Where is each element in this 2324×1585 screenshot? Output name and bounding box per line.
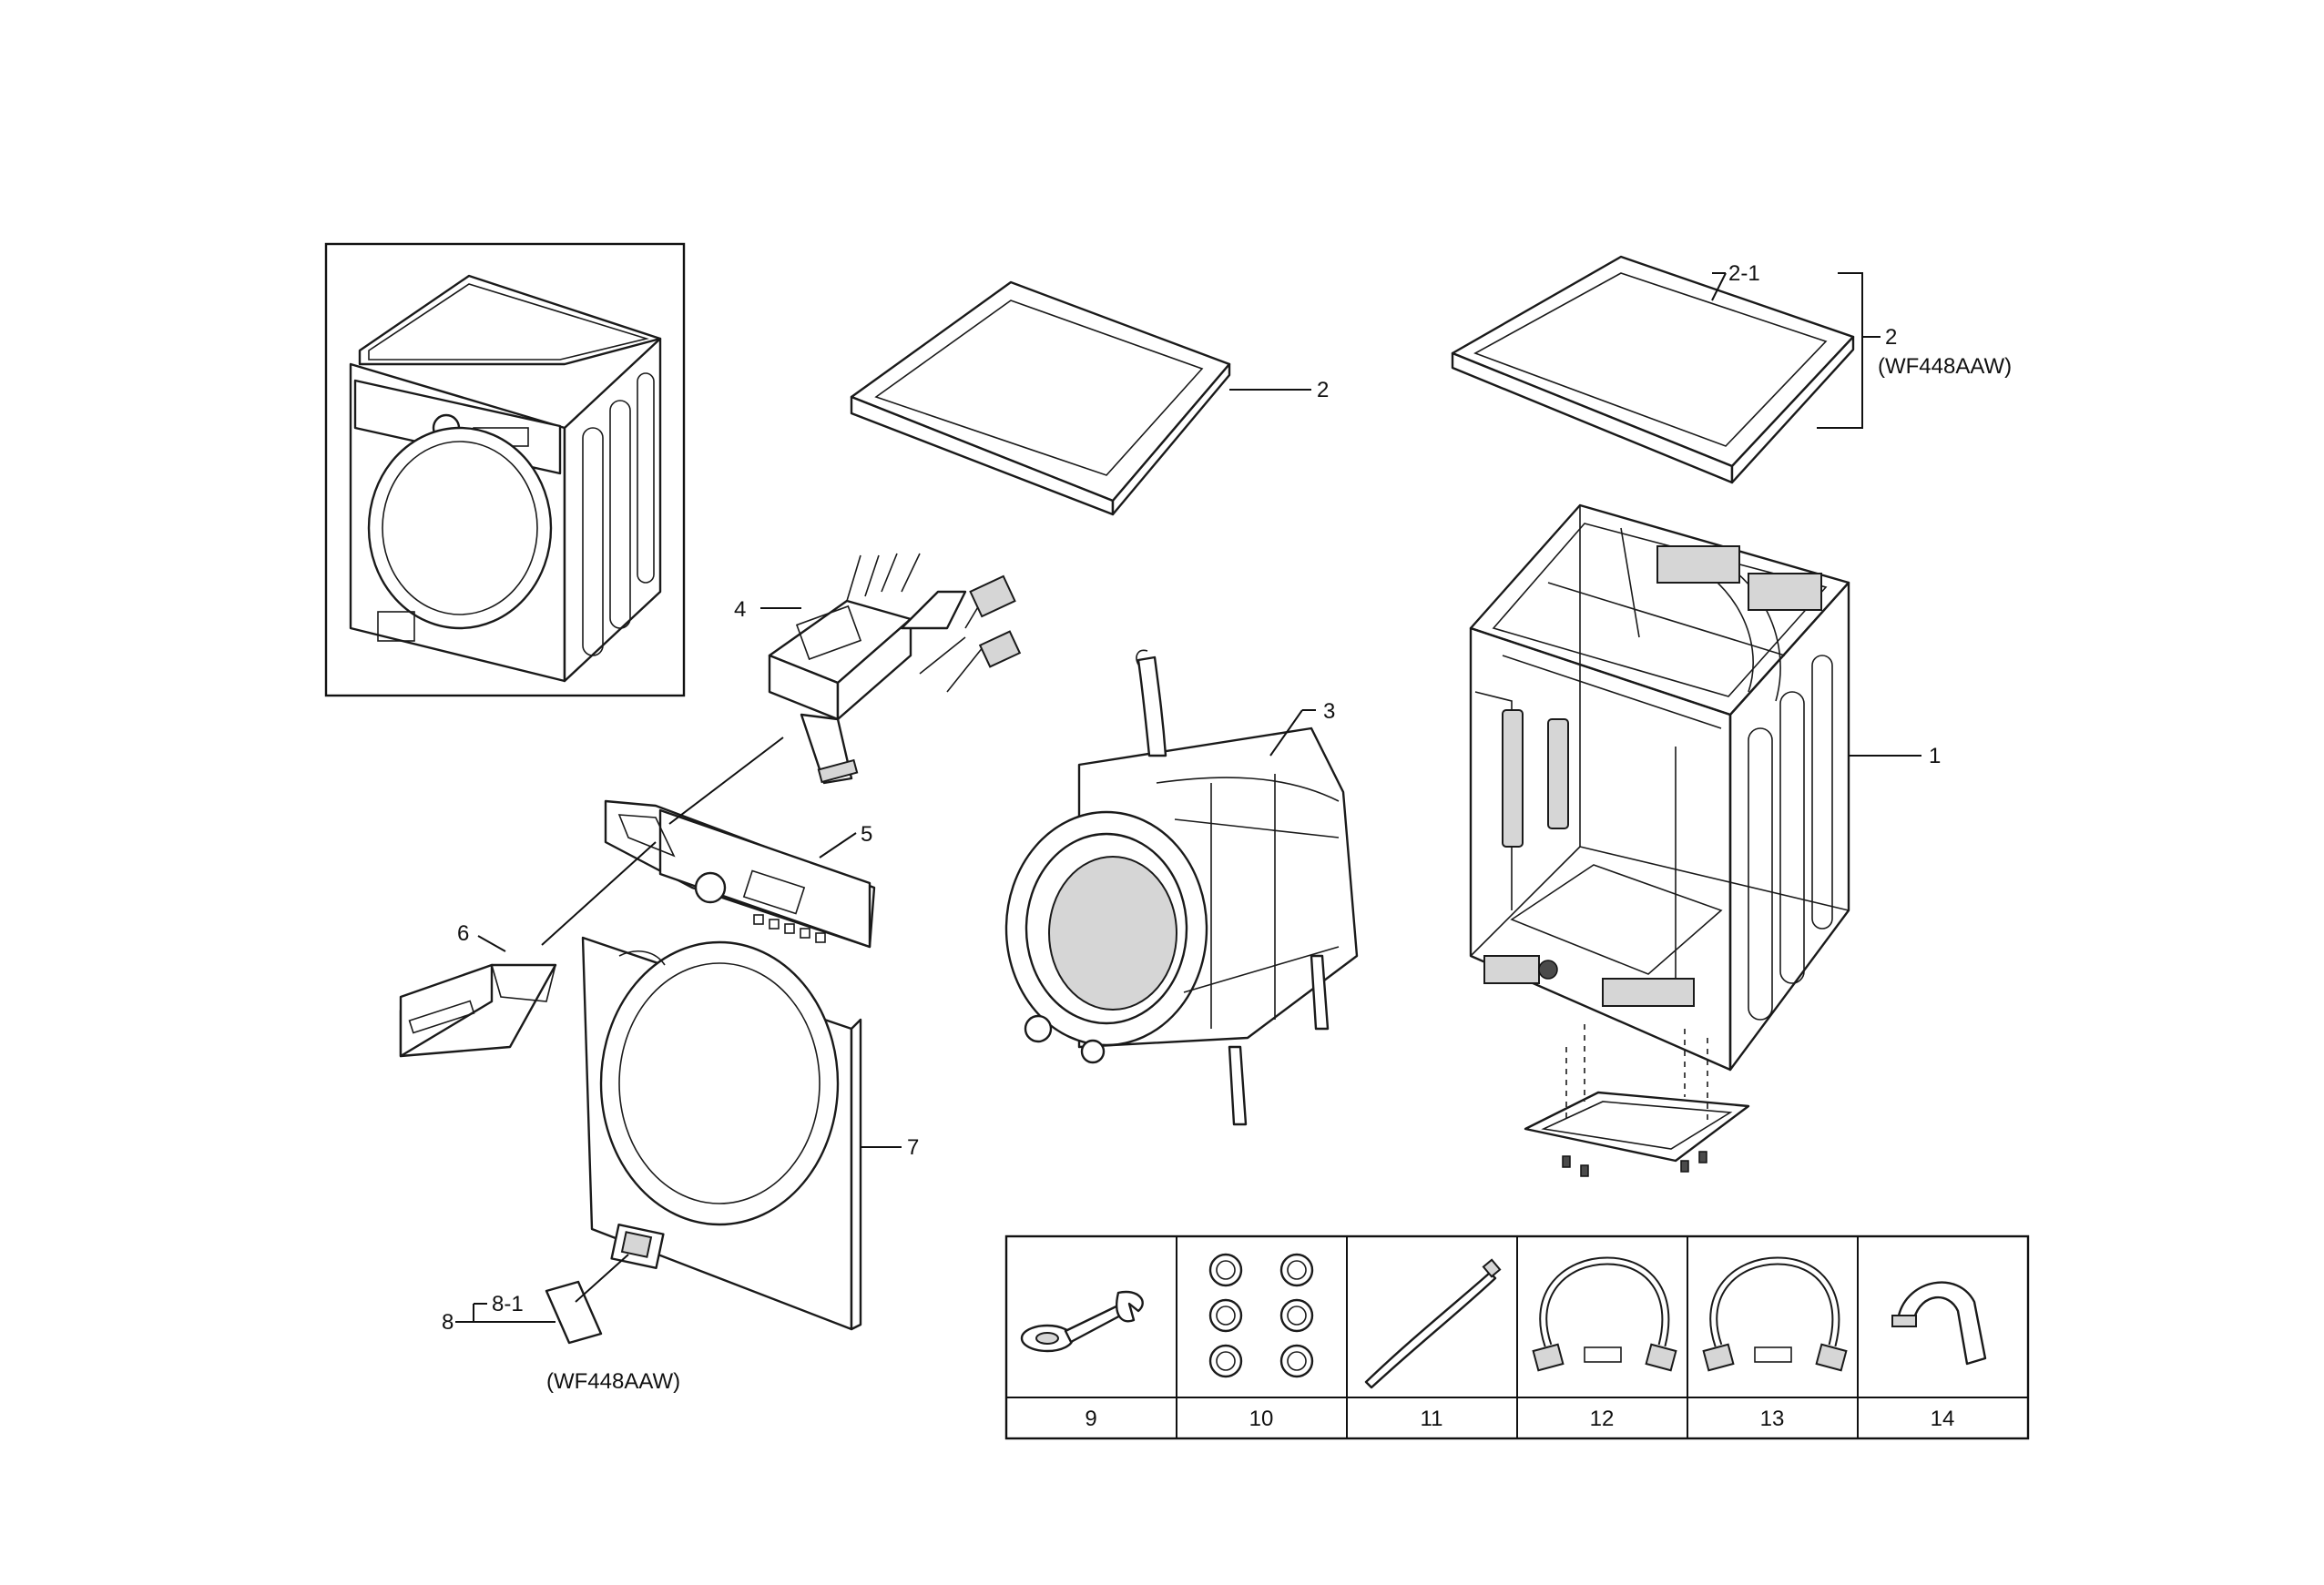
- callout-2: 2: [1317, 378, 1329, 402]
- callout-7: 7: [907, 1135, 919, 1160]
- accessory-number-12: 12: [1590, 1407, 1615, 1431]
- cabinet-part: [1469, 503, 1850, 1072]
- top-cover-model-part: [1451, 255, 1855, 484]
- tub-assembly-part: [1004, 649, 1359, 1126]
- cable-tie-icon: [1364, 1258, 1502, 1389]
- callout-4: 4: [734, 597, 746, 622]
- callout-2-1: 2-1: [1728, 261, 1760, 286]
- wrench-icon: [1020, 1290, 1144, 1353]
- hose-icon: [1532, 1256, 1677, 1372]
- callout-8-1: 8-1: [492, 1292, 524, 1316]
- hose-guide-icon: [1891, 1281, 1987, 1366]
- base-plate-part: [1524, 1024, 1750, 1177]
- hose-icon: [1702, 1256, 1848, 1372]
- callout-8: 8: [442, 1310, 454, 1335]
- callout-3: 3: [1323, 699, 1335, 724]
- front-panel-part: [581, 936, 862, 1331]
- valve-pcb-assembly-part: [768, 553, 1022, 785]
- callout-1: 1: [1929, 744, 1941, 768]
- assembled-washer-view: [324, 242, 686, 697]
- model-label-bottom: (WF448AAW): [546, 1369, 680, 1394]
- control-panel-part: [604, 799, 876, 949]
- model-label-top: (WF448AAW): [1878, 354, 2012, 379]
- accessory-number-11: 11: [1421, 1407, 1443, 1431]
- accessories-table: [1004, 1234, 2030, 1440]
- inset-frame: [324, 242, 686, 697]
- accessory-number-9: 9: [1085, 1407, 1096, 1431]
- detergent-drawer-part: [399, 963, 557, 1058]
- accessory-number-13: 13: [1760, 1407, 1785, 1431]
- callout-2-model: 2: [1885, 325, 1897, 350]
- filter-cover-part: [545, 1280, 603, 1345]
- callout-6: 6: [457, 921, 469, 946]
- accessory-number-10: 10: [1249, 1407, 1274, 1431]
- callout-5: 5: [861, 822, 872, 847]
- accessory-number-14: 14: [1931, 1407, 1955, 1431]
- top-cover-part: [850, 280, 1231, 516]
- caps-icon: [1208, 1253, 1314, 1378]
